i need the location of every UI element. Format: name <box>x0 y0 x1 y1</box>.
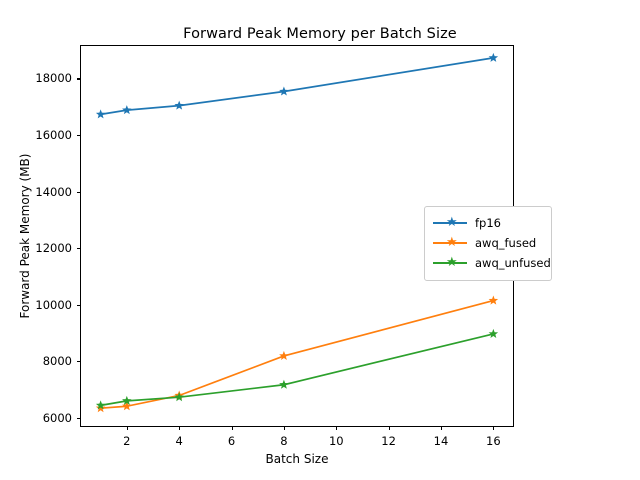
page-title: Forward Peak Memory per Batch Size <box>183 26 457 42</box>
data-point-marker <box>95 109 106 119</box>
x-tick-mark <box>336 426 338 430</box>
legend-swatch-awq_fused: ★ <box>433 236 467 250</box>
star-marker-icon: ★ <box>446 215 458 230</box>
series-line-awq_fused <box>100 299 494 410</box>
y-tick-label: 8000 <box>42 354 72 369</box>
legend[interactable]: ★ fp16 ★ awq_fused ★ awq_unfused <box>424 206 552 281</box>
legend-swatch-fp16: ★ <box>433 216 467 230</box>
x-tick-mark <box>231 426 233 430</box>
y-tick-label: 12000 <box>35 241 72 255</box>
x-tick-label: 4 <box>175 434 183 448</box>
legend-line-icon <box>433 222 467 224</box>
y-tick-mark <box>77 191 81 193</box>
star-marker-icon: ★ <box>446 235 458 250</box>
data-point-marker <box>279 379 289 389</box>
x-tick-label: 16 <box>486 434 501 448</box>
y-tick-label: 6000 <box>42 410 72 425</box>
data-point-marker <box>174 392 184 402</box>
series-awq_unfused <box>95 328 499 410</box>
legend-item-fp16[interactable]: ★ fp16 <box>433 213 543 233</box>
x-tick-label: 6 <box>227 434 236 448</box>
y-tick-mark <box>77 304 81 306</box>
x-tick-mark <box>179 426 181 430</box>
x-tick-mark <box>283 426 285 430</box>
series-line-fp16 <box>100 57 494 116</box>
x-tick-label: 10 <box>328 434 344 448</box>
x-axis-label: Batch Size <box>265 452 329 466</box>
y-tick-label: 16000 <box>35 127 72 142</box>
legend-label: fp16 <box>475 216 501 230</box>
data-point-marker <box>488 52 499 62</box>
x-tick-label: 8 <box>280 434 288 448</box>
legend-line-icon <box>433 242 467 244</box>
series-line-awq_unfused <box>100 333 494 407</box>
legend-label: awq_unfused <box>475 256 551 270</box>
data-point-marker <box>279 350 289 360</box>
y-axis-label: Forward Peak Memory (MB) <box>18 153 32 319</box>
data-point-marker <box>174 100 184 110</box>
data-point-marker <box>279 86 289 96</box>
x-tick-mark <box>126 426 128 430</box>
series-awq_fused <box>95 295 499 413</box>
x-tick-mark <box>441 426 443 430</box>
x-tick-label: 12 <box>381 434 396 448</box>
y-tick-mark <box>77 417 81 419</box>
legend-item-awq_unfused[interactable]: ★ awq_unfused <box>433 253 551 273</box>
x-tick-mark <box>388 426 390 430</box>
x-tick-label: 14 <box>433 434 449 448</box>
data-point-marker <box>488 295 499 305</box>
data-point-marker <box>122 105 132 115</box>
data-point-marker <box>122 401 132 411</box>
legend-line-icon <box>433 262 467 264</box>
data-point-marker <box>95 400 106 410</box>
y-tick-mark <box>77 78 81 80</box>
y-tick-label: 10000 <box>35 297 72 312</box>
data-series-layer <box>95 52 499 413</box>
series-fp16 <box>95 52 499 119</box>
legend-item-awq_fused[interactable]: ★ awq_fused <box>433 233 543 253</box>
y-tick-label: 14000 <box>35 184 72 199</box>
data-point-marker <box>95 403 106 413</box>
x-tick-mark <box>493 426 495 430</box>
x-tick-label: 2 <box>123 434 131 448</box>
y-tick-mark <box>77 248 81 250</box>
legend-label: awq_fused <box>475 236 537 250</box>
data-point-marker <box>488 328 499 338</box>
data-point-marker <box>122 395 132 405</box>
star-marker-icon: ★ <box>446 255 458 270</box>
y-tick-mark <box>77 134 81 137</box>
y-tick-label: 18000 <box>35 71 72 86</box>
legend-swatch-awq_unfused: ★ <box>433 256 467 270</box>
y-tick-mark <box>77 361 81 363</box>
